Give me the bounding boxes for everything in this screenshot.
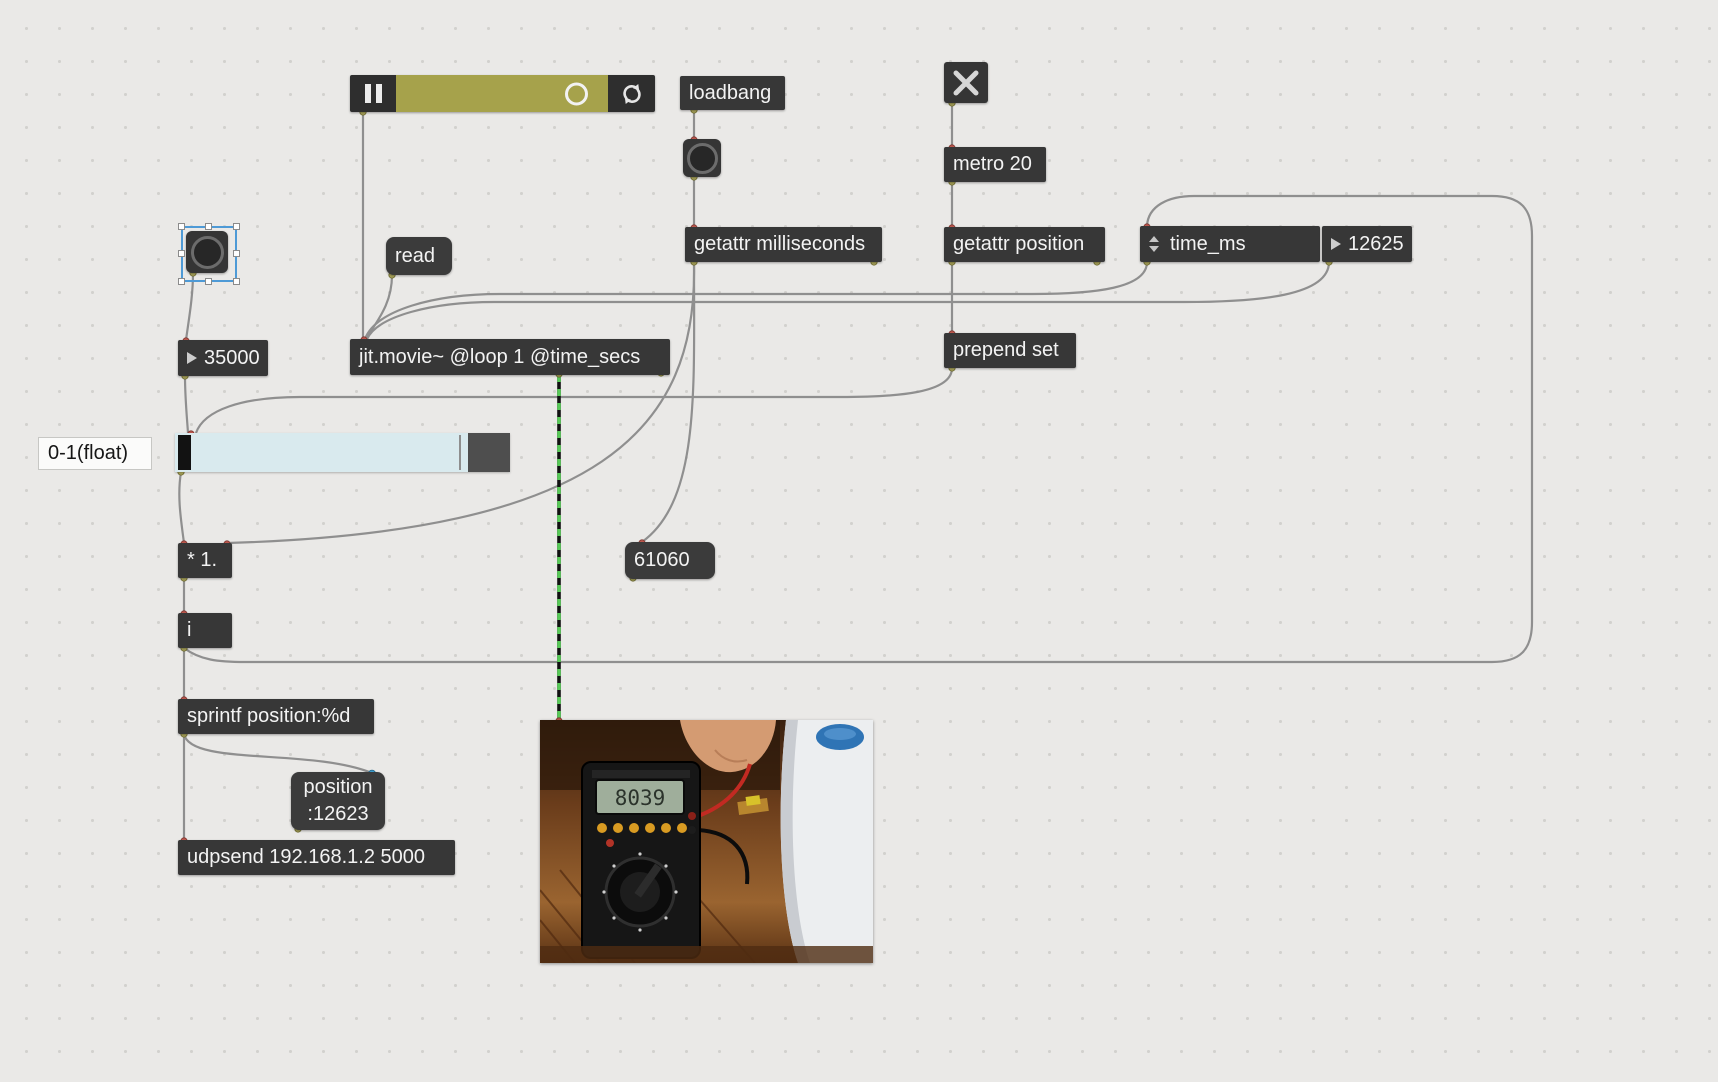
number-value: 35000 bbox=[204, 346, 260, 369]
multiply-label: * 1. bbox=[187, 549, 218, 571]
patch-cord-35000-to-slider[interactable] bbox=[183, 375, 190, 434]
pause-button[interactable] bbox=[350, 75, 396, 112]
slider-endcap bbox=[468, 433, 510, 472]
multiply-object[interactable]: * 1. bbox=[178, 543, 232, 578]
comment-0-1-float[interactable]: 0-1(float) bbox=[38, 437, 152, 470]
patch-cord-slider-to-mult[interactable] bbox=[178, 471, 186, 544]
triangle-icon bbox=[187, 352, 197, 364]
bang-circle-icon bbox=[190, 235, 224, 269]
bang-button[interactable] bbox=[683, 139, 721, 177]
video-preview-window: 8039 bbox=[539, 720, 873, 964]
getattr-milliseconds-label: getattr milliseconds bbox=[694, 233, 866, 255]
patch-cord-getattrms-to-mult[interactable] bbox=[227, 261, 696, 545]
position-message-line1: position bbox=[303, 776, 373, 798]
time-ms-label: time_ms bbox=[1170, 232, 1246, 255]
metro-object[interactable]: metro 20 bbox=[944, 147, 1046, 182]
position-slider[interactable] bbox=[175, 433, 510, 472]
toggle-checkbox[interactable] bbox=[944, 62, 988, 103]
time-ms-menu[interactable]: time_ms bbox=[1140, 226, 1320, 262]
prepend-set-label: prepend set bbox=[953, 339, 1059, 361]
patch-cord-12625-to-jitmovie[interactable] bbox=[366, 261, 1331, 340]
slider-knob[interactable] bbox=[178, 435, 191, 470]
patch-cord-selbang-to-35000[interactable] bbox=[184, 272, 195, 341]
getattr-position-label: getattr position bbox=[953, 233, 1085, 255]
loop-icon bbox=[622, 83, 641, 104]
sprintf-label: sprintf position:%d bbox=[187, 705, 351, 727]
comment-label: 0-1(float) bbox=[48, 442, 129, 464]
playbar-knob[interactable] bbox=[565, 82, 588, 105]
read-message[interactable]: read bbox=[386, 237, 452, 275]
loadbang-object[interactable]: loadbang bbox=[680, 76, 785, 110]
udpsend-label: udpsend 192.168.1.2 5000 bbox=[187, 846, 425, 868]
position-message-line2: :12623 bbox=[307, 803, 369, 825]
patch-cord-i-to-timems-loop[interactable] bbox=[183, 194, 1534, 664]
milliseconds-value-message[interactable]: 61060 bbox=[625, 542, 715, 579]
patch-cord-prepend-to-slider[interactable] bbox=[194, 367, 954, 434]
patch-cord-getattrms-to-61060[interactable] bbox=[641, 261, 696, 543]
position-message[interactable]: position :12623 bbox=[291, 772, 385, 830]
getattr-position-object[interactable]: getattr position bbox=[944, 227, 1105, 262]
slider-tick bbox=[459, 435, 461, 470]
jit-movie-label: jit.movie~ @loop 1 @time_secs bbox=[359, 345, 641, 368]
milliseconds-value-label: 61060 bbox=[634, 549, 690, 571]
video-frame-image: 8039 bbox=[539, 720, 873, 964]
read-label: read bbox=[395, 244, 436, 267]
triangle-icon bbox=[1331, 238, 1341, 250]
selected-bang-button[interactable] bbox=[186, 231, 228, 273]
updown-arrows-icon bbox=[1149, 236, 1159, 252]
int-object[interactable]: i bbox=[178, 613, 232, 648]
pause-icon bbox=[375, 84, 382, 103]
number-value: 12625 bbox=[1348, 232, 1404, 255]
multimeter-lcd-reading: 8039 bbox=[615, 786, 666, 810]
patch-cord-timems-to-jitmovie[interactable] bbox=[363, 261, 1149, 340]
udpsend-object[interactable]: udpsend 192.168.1.2 5000 bbox=[178, 840, 455, 875]
playbar bbox=[350, 75, 655, 112]
playbar-track[interactable] bbox=[396, 75, 608, 112]
x-icon bbox=[953, 70, 979, 95]
prepend-set-object[interactable]: prepend set bbox=[944, 333, 1076, 368]
bang-circle-icon bbox=[686, 142, 718, 174]
patch-cord-sprintf-to-positionmsg[interactable] bbox=[182, 733, 373, 775]
jit-movie-object[interactable]: jit.movie~ @loop 1 @time_secs bbox=[350, 339, 670, 375]
metro-label: metro 20 bbox=[953, 153, 1032, 175]
sprintf-object[interactable]: sprintf position:%d bbox=[178, 699, 374, 734]
getattr-milliseconds-object[interactable]: getattr milliseconds bbox=[685, 227, 882, 262]
int-label: i bbox=[187, 619, 192, 641]
number-box-duration[interactable]: 35000 bbox=[178, 340, 268, 376]
loop-button[interactable] bbox=[608, 75, 655, 112]
pause-icon bbox=[364, 84, 371, 103]
number-box-time-value[interactable]: 12625 bbox=[1322, 226, 1412, 262]
loadbang-label: loadbang bbox=[689, 81, 772, 104]
